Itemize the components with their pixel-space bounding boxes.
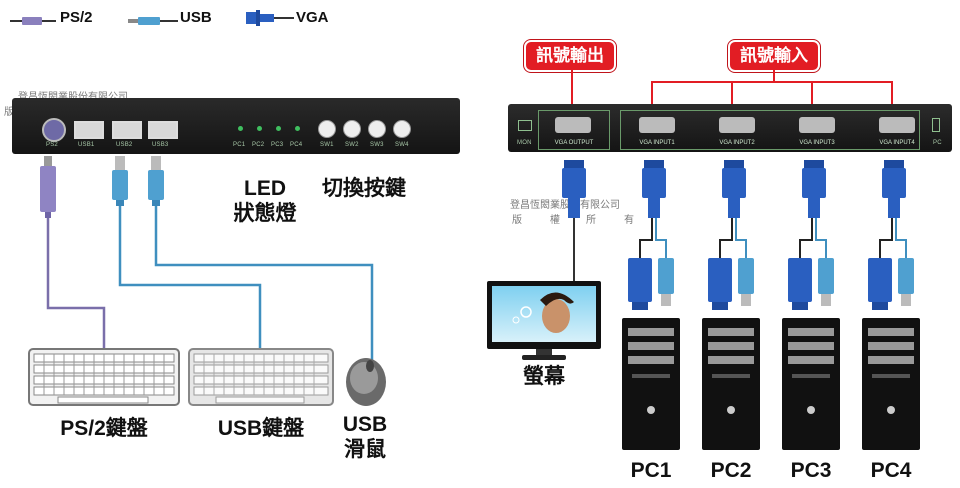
usb1-port (74, 121, 104, 139)
vga-input-cable (868, 160, 914, 310)
switch-caption: 切換按鍵 (322, 177, 406, 200)
switch-button[interactable] (318, 120, 336, 138)
mouse-icon (346, 358, 386, 406)
pc-port-label: PC (933, 140, 942, 146)
switch-button[interactable] (393, 120, 411, 138)
vga-input-port (879, 117, 915, 133)
ps2-keyboard-label: PS/2鍵盤 (60, 417, 148, 440)
kvm-front-panel: PS2 USB1 USB2 USB3 PC1 PC2 PC3 PC4 SW1 S… (12, 98, 460, 154)
vga-input-port (719, 117, 755, 133)
ps2-cable-icon (10, 13, 56, 31)
pc-label: PC1 (630, 459, 672, 482)
usb3-port (148, 121, 178, 139)
callout-connectors (571, 70, 893, 104)
monitor-icon-large (487, 281, 601, 360)
pc-tower-icon (782, 318, 840, 450)
monitor-icon (518, 120, 532, 131)
legend-ps2-label: PS/2 (60, 9, 93, 26)
port-label: USB2 (116, 142, 133, 148)
led-indicator (257, 126, 262, 131)
led-label: PC2 (252, 142, 265, 148)
switch-label: SW2 (345, 142, 359, 148)
led-indicator (238, 126, 243, 131)
vga-cable-icon (244, 10, 294, 31)
switch-button[interactable] (343, 120, 361, 138)
ps2-port (42, 118, 66, 142)
left-cables (40, 156, 374, 360)
vga-output-box: VGA OUTPUT (538, 110, 610, 150)
legend-vga-label: VGA (296, 9, 329, 26)
legend: PS/2 USB VGA (0, 0, 340, 36)
vga-output-label: VGA OUTPUT (554, 140, 594, 146)
usb-mouse-label: USB 滑鼠 (342, 413, 388, 461)
vga-input-label: VGA INPUT3 (799, 140, 835, 146)
watermark-company-right: 登昌恆閎業股份有限公司 (510, 200, 620, 211)
vga-input-label: VGA INPUT4 (879, 140, 915, 146)
kvm-rear-panel: MON VGA OUTPUT VGA INPUT1 VGA INPUT2 VGA… (508, 104, 952, 152)
switch-label: SW4 (395, 142, 409, 148)
led-indicator (295, 126, 300, 131)
port-label: USB1 (78, 142, 95, 148)
mon-label: MON (517, 140, 532, 146)
vga-output-port (555, 117, 591, 133)
switch-label: SW1 (320, 142, 334, 148)
led-label: PC3 (271, 142, 284, 148)
switch-button[interactable] (368, 120, 386, 138)
ps2-keyboard-icon (28, 348, 180, 406)
pc-tower-icon (702, 318, 760, 450)
output-callout: 訊號輸出 (524, 40, 616, 72)
led-label: PC1 (233, 142, 246, 148)
pc-tower-icon (862, 318, 920, 450)
vga-inputs-box: VGA INPUT1 VGA INPUT2 VGA INPUT3 VGA INP… (620, 110, 920, 150)
vga-input-port (639, 117, 675, 133)
vga-input-cable (628, 160, 674, 310)
pc-icon (932, 118, 940, 132)
pc-label: PC3 (790, 459, 832, 482)
vga-input-port (799, 117, 835, 133)
vga-input-cable (708, 160, 754, 310)
port-label: USB3 (152, 142, 169, 148)
usb-keyboard-icon (188, 348, 334, 406)
led-indicator (276, 126, 281, 131)
right-cables (562, 160, 914, 310)
switch-label: SW3 (370, 142, 384, 148)
pc-tower-icon (622, 318, 680, 450)
vga-input-label: VGA INPUT1 (639, 140, 675, 146)
usb-cable-icon (128, 13, 178, 31)
usb2-port (112, 121, 142, 139)
pc-label: PC4 (870, 459, 912, 482)
led-label: PC4 (290, 142, 303, 148)
port-label: PS2 (46, 142, 58, 148)
vga-input-label: VGA INPUT2 (719, 140, 755, 146)
led-caption: LED 狀態燈 (233, 177, 297, 225)
usb-keyboard-label: USB鍵盤 (217, 417, 305, 440)
vga-input-cable (788, 160, 834, 310)
watermark-company-left: 登昌恆閎業股份有限公司 (18, 88, 128, 103)
legend-usb-label: USB (180, 9, 212, 26)
pc-label: PC2 (710, 459, 752, 482)
monitor-label: 螢幕 (523, 365, 565, 388)
